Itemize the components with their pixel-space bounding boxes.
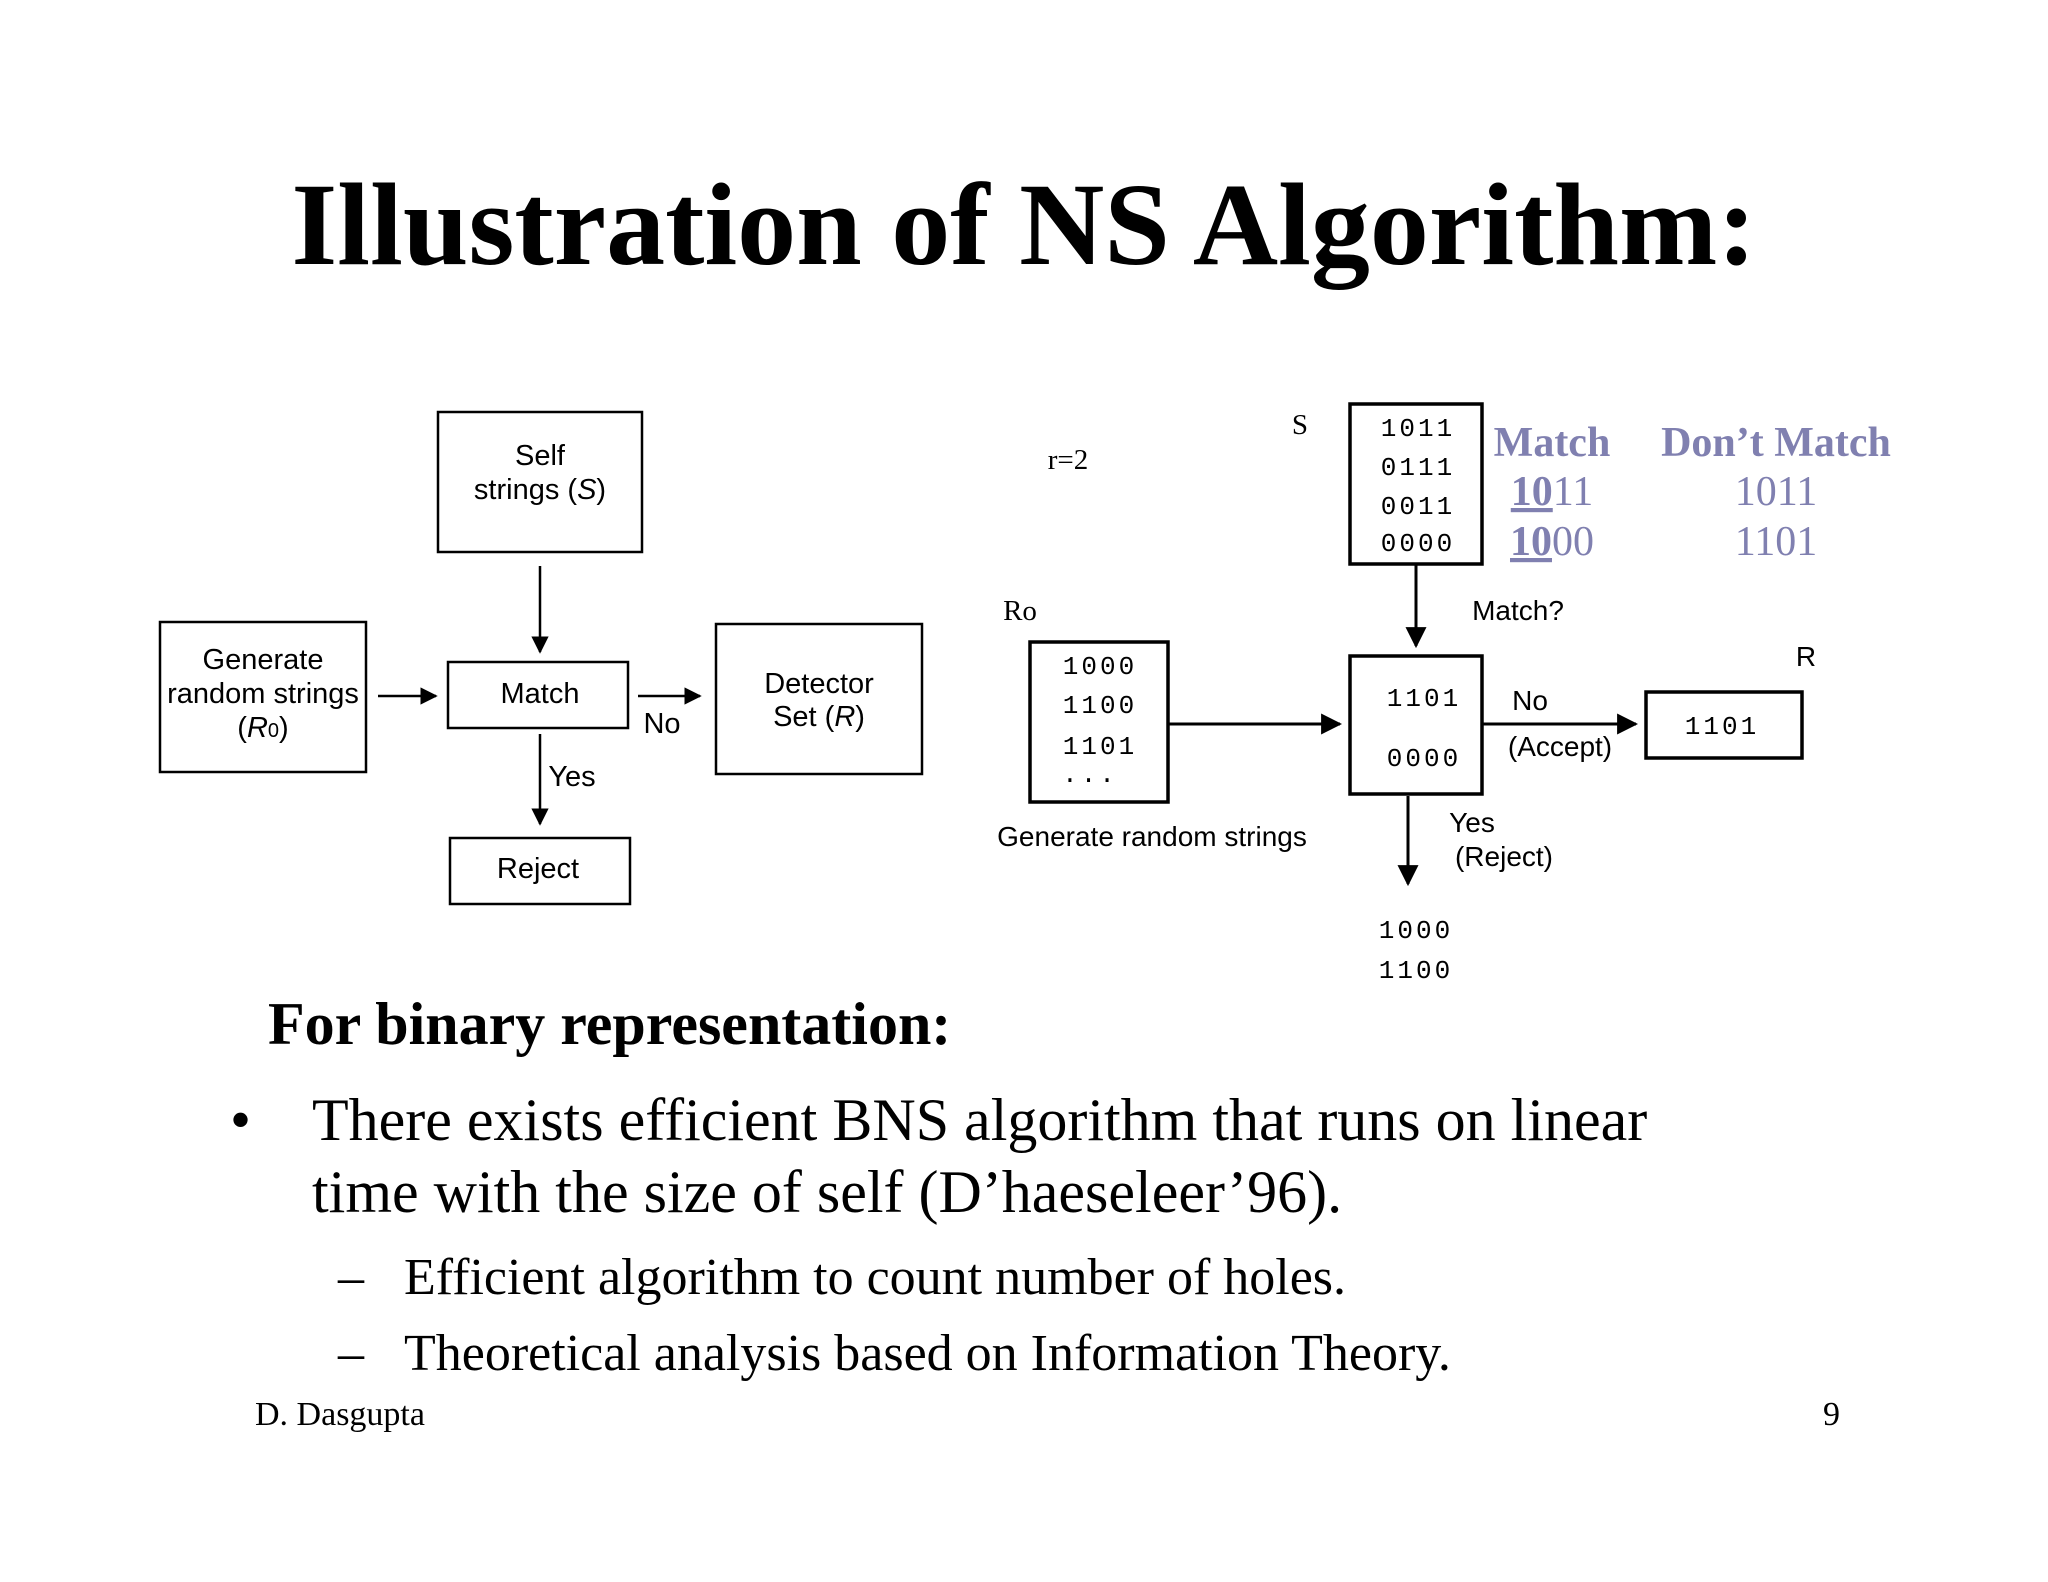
detector-set-box	[714, 622, 924, 776]
ro-string-2: 1100	[1063, 691, 1137, 721]
match-header: Match	[1494, 420, 1611, 466]
dont-match-row-2: 1101	[1735, 519, 1817, 565]
generate-random-caption: Generate random strings	[997, 821, 1307, 852]
slide-title: Illustration of NS Algorithm:	[291, 159, 1757, 290]
left-yes-label: Yes	[548, 761, 595, 793]
bullet-marker: •	[230, 1087, 252, 1153]
ro-label: Ro	[1003, 595, 1037, 627]
right-accept-label: (Accept)	[1508, 731, 1612, 762]
page-number: 9	[1823, 1396, 1840, 1433]
sub-bullet-1: Efficient algorithm to count number of h…	[404, 1249, 1347, 1306]
bullet-line-1: There exists efficient BNS algorithm tha…	[312, 1087, 1648, 1153]
ro-string-1: 1000	[1063, 652, 1137, 682]
sub-bullet-dash-2: –	[338, 1325, 364, 1382]
match-row-1: 1011	[1511, 469, 1593, 515]
s-string-4: 0000	[1381, 529, 1455, 559]
detector-box-line2: Set (R)	[773, 701, 865, 733]
ro-set-box	[1028, 640, 1170, 804]
s-string-1: 1011	[1381, 414, 1455, 444]
r-param-label: r=2	[1048, 444, 1089, 476]
generate-random-box	[158, 620, 368, 774]
generate-box-line2: random strings	[167, 678, 359, 710]
match-question-label: Match?	[1472, 595, 1564, 626]
self-box-line1: Self	[515, 440, 566, 472]
ro-string-3: 1101	[1063, 732, 1137, 762]
s-string-3: 0011	[1381, 492, 1455, 522]
match-row-2: 1000	[1510, 519, 1594, 565]
generate-box-line1: Generate	[203, 644, 324, 676]
left-flowchart: Self strings (S) Generate random strings…	[158, 410, 924, 906]
bullet-line-2: time with the size of self (D’haeseleer’…	[312, 1159, 1343, 1225]
match-box	[446, 660, 630, 730]
ro-string-ellipsis: ...	[1062, 760, 1118, 790]
dont-match-row-1: 1011	[1735, 469, 1817, 515]
right-flowchart: r=2 S 1011 0111 0011 0000 Ro 1000 1100 1…	[997, 402, 1816, 986]
s-string-2: 0111	[1381, 453, 1455, 483]
footer-author: D. Dasgupta	[255, 1396, 425, 1433]
reject-box	[448, 836, 632, 906]
binary-subheading: For binary representation:	[268, 991, 952, 1057]
self-strings-box	[436, 410, 644, 554]
match-table: Match Don’t Match 1011 1000 1011 1101	[1494, 420, 1891, 565]
sub-bullet-2: Theoretical analysis based on Informatio…	[404, 1325, 1451, 1382]
dont-match-header: Don’t Match	[1661, 420, 1891, 466]
right-yes-label: Yes	[1449, 807, 1495, 838]
reject-box-label: Reject	[497, 853, 579, 885]
detector-result-box	[1644, 690, 1804, 760]
candidate-string-2: 0000	[1387, 744, 1461, 774]
s-label: S	[1292, 409, 1308, 441]
rejected-string-2: 1100	[1379, 956, 1453, 986]
candidate-string-1: 1101	[1387, 684, 1461, 714]
generate-box-line3: (R0)	[237, 712, 288, 744]
right-reject-label: (Reject)	[1455, 841, 1553, 872]
r-label: R	[1796, 641, 1816, 672]
sub-bullet-dash-1: –	[338, 1249, 364, 1306]
r-string-1: 1101	[1685, 712, 1759, 742]
match-box-label: Match	[501, 678, 580, 710]
right-no-label: No	[1512, 685, 1548, 716]
rejected-string-1: 1000	[1379, 916, 1453, 946]
left-no-label: No	[643, 708, 680, 740]
detector-box-line1: Detector	[764, 668, 874, 700]
self-box-line2: strings (S)	[474, 474, 606, 506]
